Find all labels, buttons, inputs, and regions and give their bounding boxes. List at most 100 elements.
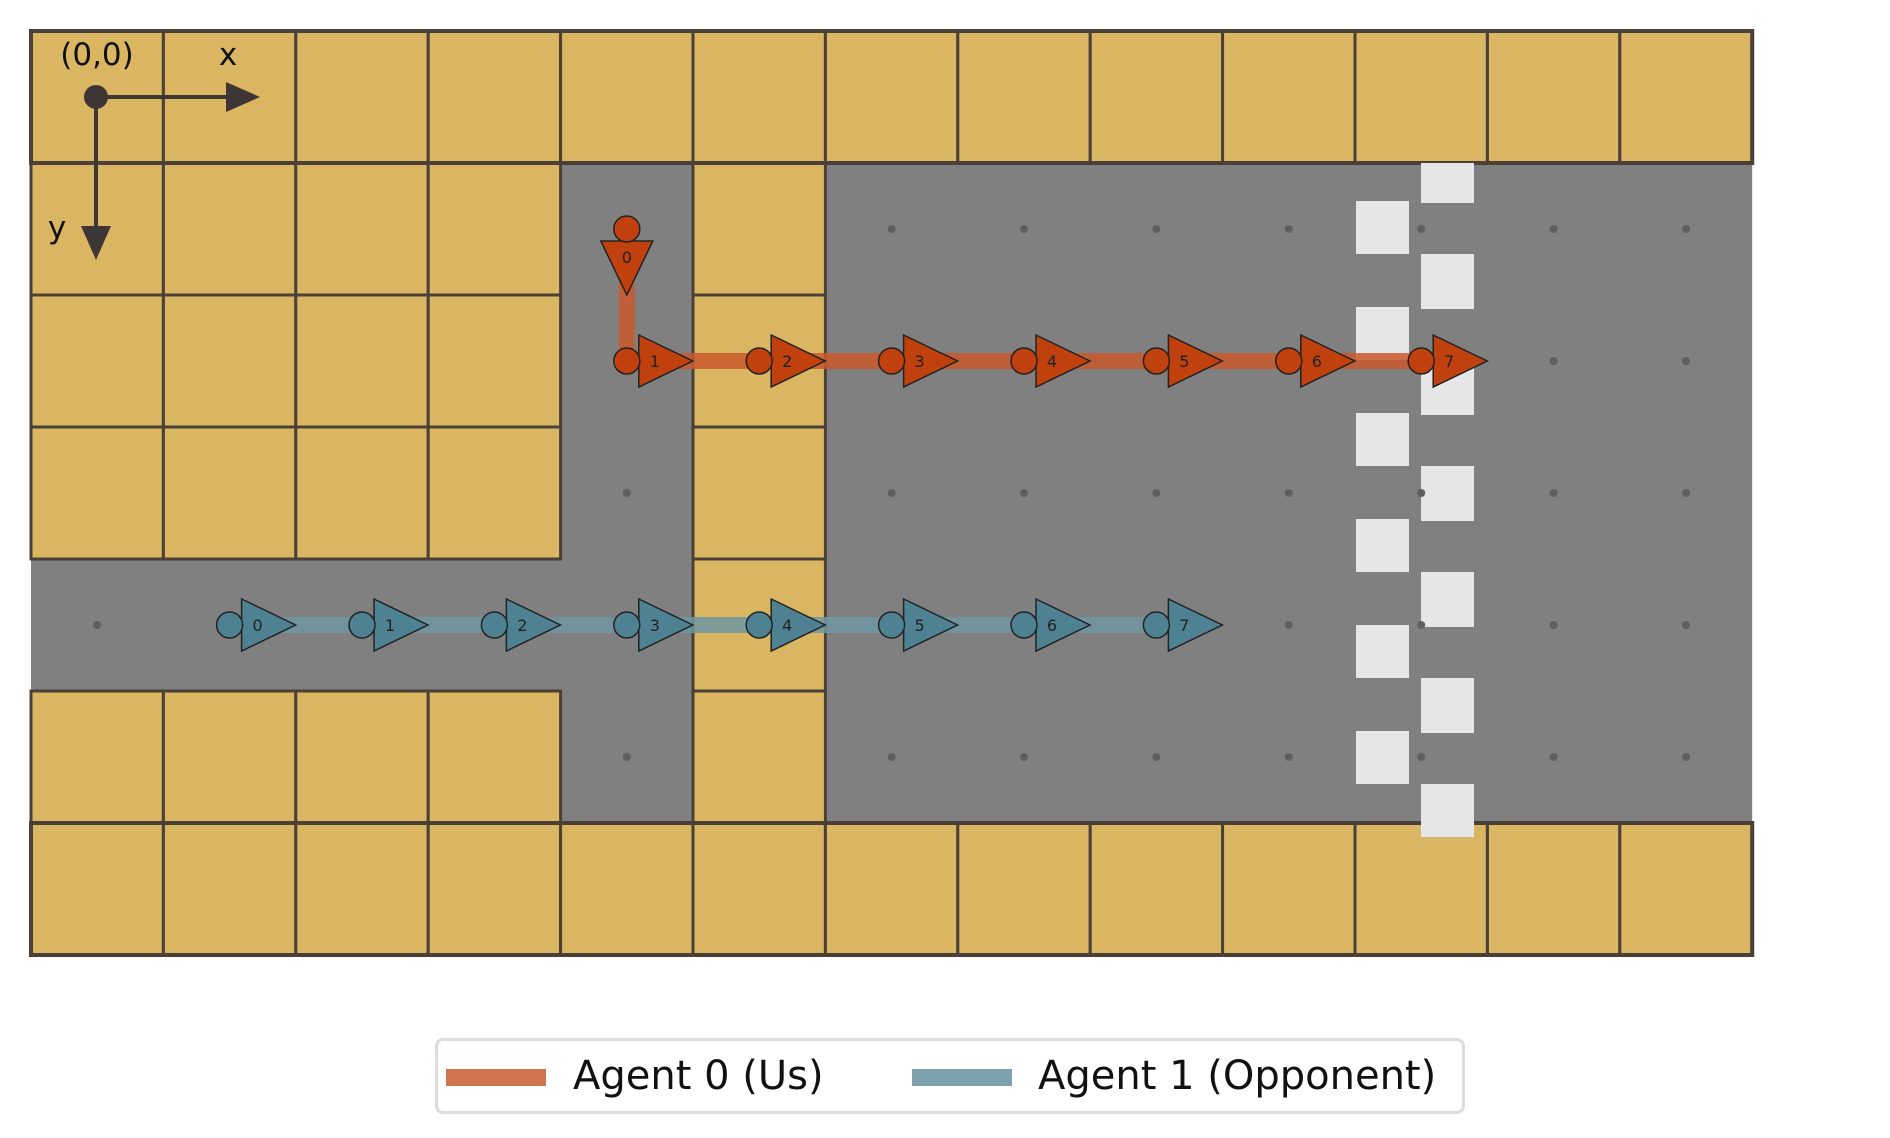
sidewalk-cell — [161, 689, 298, 825]
sidewalk-cell — [426, 293, 563, 429]
sidewalk-cell — [294, 425, 430, 561]
y-axis-label: y — [48, 210, 66, 246]
agent-1-position-dot — [480, 611, 509, 639]
sidewalk-cell — [1088, 821, 1225, 957]
sidewalk-cell — [294, 689, 430, 825]
agent-0-step-label: 6 — [1312, 352, 1322, 371]
sidewalk-cell — [161, 161, 298, 297]
sidewalk-cell — [956, 29, 1092, 165]
agent-0-position-dot — [1407, 347, 1435, 375]
sidewalk-cell — [426, 29, 563, 165]
cell-center-dot — [1152, 489, 1161, 497]
cell-center-dot — [887, 753, 896, 761]
sidewalk-cell — [1618, 821, 1754, 957]
agent-1-step-3: 3 — [613, 597, 695, 653]
cell-center-dot — [1020, 489, 1028, 497]
sidewalk-cell — [691, 689, 827, 825]
origin-label: (0,0) — [60, 37, 134, 73]
agent-0-position-dot — [1142, 347, 1171, 375]
agent-1-step-6: 6 — [1010, 597, 1092, 653]
legend-swatch-agent-0 — [446, 1069, 546, 1086]
sidewalk-cell — [1485, 821, 1622, 957]
agent-0-step-5: 5 — [1142, 333, 1225, 389]
sidewalk-cell — [29, 425, 165, 561]
agent-1-step-7: 7 — [1142, 597, 1225, 653]
legend-label-agent-1: Agent 1 (Opponent) — [1038, 1053, 1437, 1099]
sidewalk-cell — [691, 161, 827, 297]
crosswalk-stripe — [1421, 466, 1474, 519]
cell-center-dot — [1020, 225, 1028, 233]
sidewalk-cell — [1221, 29, 1357, 165]
agent-0-step-label: 3 — [915, 352, 925, 371]
cell-center-dot — [1417, 225, 1426, 233]
agent-1-step-label: 3 — [650, 616, 660, 635]
agent-1-position-dot — [1010, 611, 1038, 639]
cell-center-dot — [887, 225, 896, 233]
sidewalk-cell — [161, 293, 298, 429]
agent-0-step-label: 4 — [1047, 352, 1057, 371]
sidewalk-cell — [426, 821, 563, 957]
cell-center-dot — [1682, 753, 1690, 761]
crosswalk — [1356, 163, 1474, 837]
x-axis-label: x — [219, 37, 237, 73]
agent-1-step-label: 1 — [385, 616, 395, 635]
sidewalk-cell — [1353, 821, 1489, 957]
crosswalk-stripe — [1421, 784, 1474, 837]
crosswalk-stripe — [1356, 201, 1409, 254]
agent-1-step-4: 4 — [745, 597, 827, 653]
cell-center-dot — [1549, 753, 1558, 761]
agent-1-position-dot — [877, 611, 906, 639]
cell-center-dot — [1417, 753, 1426, 761]
sidewalk-cell — [294, 821, 430, 957]
crosswalk-stripe — [1421, 678, 1474, 731]
crosswalk-stripe — [1356, 413, 1409, 466]
sidewalk-cell — [294, 293, 430, 429]
sidewalk-cell — [1088, 29, 1225, 165]
agent-0-position-dot — [613, 347, 641, 375]
agent-0-step-label: 5 — [1179, 352, 1189, 371]
crosswalk-stripe — [1421, 163, 1474, 203]
agent-1-step-label: 5 — [915, 616, 925, 635]
agent-1-step-5: 5 — [877, 597, 960, 653]
legend: Agent 0 (Us) Agent 1 (Opponent) — [435, 1038, 1465, 1114]
crosswalk-stripe — [1356, 625, 1409, 678]
crosswalk-stripe — [1356, 307, 1409, 360]
sidewalk-cell — [294, 29, 430, 165]
sidewalk-cell — [1485, 29, 1622, 165]
agent-1-position-dot — [1142, 611, 1171, 639]
cell-center-dot — [887, 489, 896, 497]
cell-center-dot — [1284, 621, 1293, 629]
cell-center-dot — [1549, 357, 1558, 365]
legend-swatch-agent-1 — [912, 1069, 1012, 1086]
agent-0-step-label: 0 — [622, 248, 632, 267]
agent-1-step-1: 1 — [348, 597, 430, 653]
cell-center-dot — [1284, 753, 1293, 761]
cell-center-dot — [1549, 621, 1558, 629]
agent-1-step-label: 7 — [1179, 616, 1189, 635]
agent-0-position-dot — [745, 347, 773, 375]
sidewalk-cell — [294, 161, 430, 297]
crosswalk-stripe — [1356, 731, 1409, 784]
sidewalk-cell — [161, 425, 298, 561]
crosswalk-stripe — [1421, 254, 1474, 307]
sidewalk-cell — [691, 425, 827, 561]
sidewalk-cell — [559, 29, 695, 165]
sidewalk-cell — [1353, 29, 1489, 165]
sidewalk-cell — [29, 821, 165, 957]
agent-1-position-dot — [215, 611, 244, 639]
agent-1-step-0: 0 — [215, 597, 298, 653]
agent-1-step-label: 2 — [517, 616, 527, 635]
cell-center-dot — [622, 753, 631, 761]
agent-0-step-label: 1 — [650, 352, 660, 371]
agent-0-position-dot — [877, 347, 906, 375]
sidewalk-cell — [559, 821, 695, 957]
agent-1-position-dot — [613, 611, 641, 639]
cell-center-dot — [1284, 489, 1293, 497]
sidewalk-cell — [1618, 29, 1754, 165]
agent-1-position-dot — [745, 611, 773, 639]
agent-0-step-6: 6 — [1275, 333, 1357, 389]
agent-0-position-dot — [1010, 347, 1038, 375]
agent-1-step-label: 0 — [253, 616, 263, 635]
cell-center-dot — [1284, 225, 1293, 233]
